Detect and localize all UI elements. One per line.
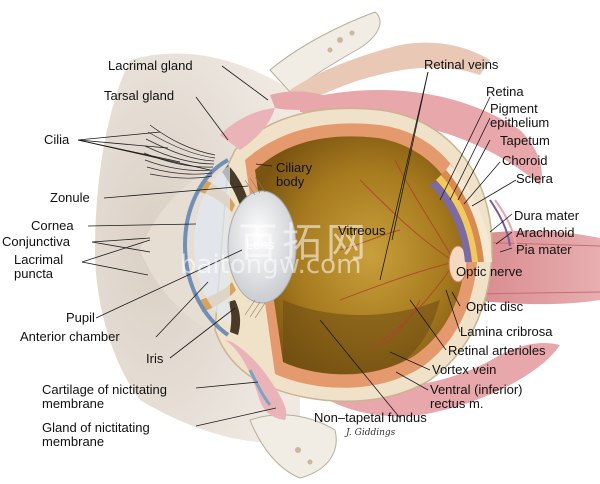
- label-conjunctiva: Conjunctiva: [2, 234, 70, 249]
- label-lacrimal-puncta: Lacrimal puncta: [14, 252, 64, 281]
- label-retinal-arterioles: Retinal arterioles: [448, 343, 546, 358]
- leader-lines-right: [255, 71, 517, 419]
- label-tarsal-gland: Tarsal gland: [104, 88, 175, 103]
- label-dura-mater: Dura mater: [514, 208, 580, 223]
- label-pigment-epithelium: Pigment epithelium: [490, 101, 550, 130]
- lens: [227, 190, 297, 304]
- globe: [214, 107, 493, 402]
- leader-lines-left: [77, 65, 277, 427]
- label-anterior-chamber: Anterior chamber: [20, 329, 120, 344]
- optic-disc: [448, 245, 468, 283]
- label-gland-nictitating: Gland of nictitating membrane: [42, 420, 150, 449]
- label-optic-disc: Optic disc: [466, 299, 524, 314]
- label-iris: Iris: [146, 351, 164, 366]
- label-zonule: Zonule: [50, 190, 90, 205]
- label-lacrimal-gland: Lacrimal gland: [108, 58, 193, 73]
- label-lens: Lens: [246, 237, 275, 252]
- cornea: [182, 158, 230, 337]
- zonule-fibers: [244, 176, 266, 319]
- orbital-bone-top: [269, 11, 490, 108]
- retinal-vessels: [339, 159, 456, 351]
- artist-signature: J. Giddings: [346, 428, 396, 438]
- label-ciliary-body: Ciliary body: [276, 160, 313, 189]
- orbital-bone-bottom: [249, 414, 337, 479]
- nictitating-membrane: [225, 340, 287, 420]
- label-vitreous: Vitreous: [338, 223, 386, 238]
- label-sclera: Sclera: [516, 171, 553, 186]
- cilia-lashes: [143, 124, 216, 179]
- label-cornea: Cornea: [31, 218, 74, 233]
- optic-nerve: [469, 230, 600, 305]
- label-cartilage-nictitating: Cartilage of nictitating membrane: [42, 382, 168, 411]
- label-cilia: Cilia: [44, 132, 70, 147]
- label-vortex-vein: Vortex vein: [432, 362, 497, 377]
- label-choroid: Choroid: [502, 153, 548, 168]
- label-arachnoid: Arachnoid: [516, 225, 575, 240]
- label-lamina-cribrosa: Lamina cribrosa: [460, 324, 553, 339]
- label-ventral-rectus: Ventral (inferior) rectus m.: [430, 382, 523, 411]
- posterior-layers: [430, 164, 517, 262]
- label-tapetum: Tapetum: [500, 133, 550, 148]
- upper-lid: [220, 91, 335, 150]
- label-retinal-veins: Retinal veins: [424, 57, 499, 72]
- label-optic-nerve: Optic nerve: [456, 264, 523, 279]
- label-non-tapetal-fundus: Non–tapetal fundus: [314, 410, 427, 425]
- label-retina: Retina: [486, 84, 524, 99]
- label-pia-mater: Pia mater: [516, 242, 572, 257]
- label-pupil: Pupil: [66, 310, 95, 325]
